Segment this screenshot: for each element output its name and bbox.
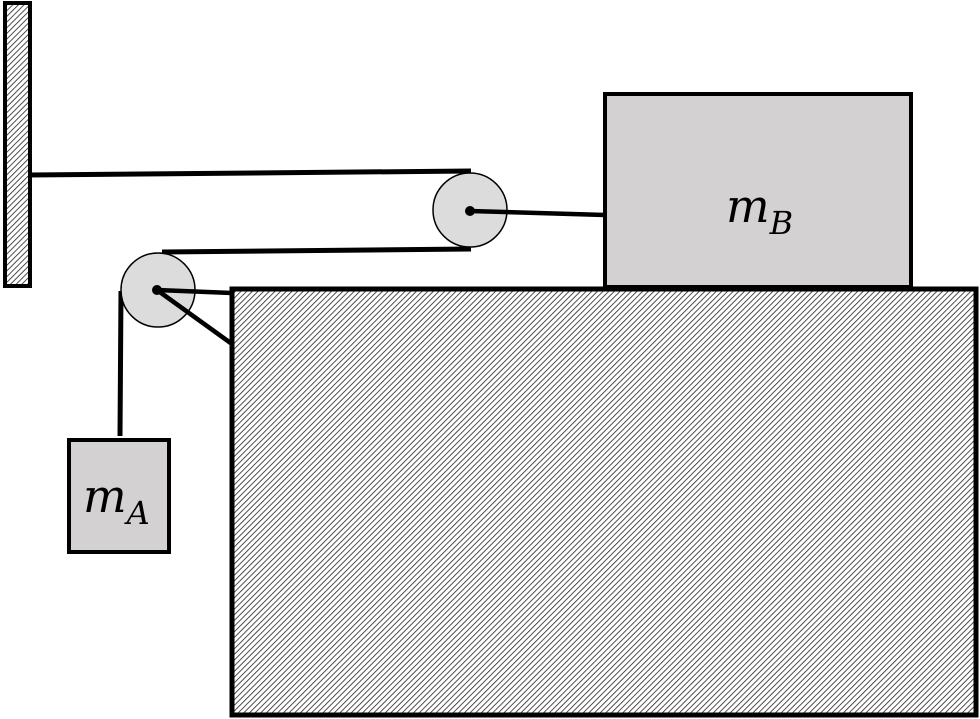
- mass-b-label: mB: [726, 179, 793, 242]
- block-b: [603, 92, 913, 289]
- table: [229, 286, 979, 718]
- mass-a-symbol: m: [83, 469, 127, 523]
- mass-a-label: mA: [83, 469, 150, 532]
- moving-pulley-axle: [465, 206, 475, 216]
- wall: [3, 1, 32, 288]
- mass-a-subscript: A: [124, 494, 150, 532]
- rope-to-block-a: [117, 290, 124, 437]
- rope-wall-to-pulley: [29, 168, 472, 178]
- pulley-to-block-b-link: [469, 208, 606, 218]
- mass-b-subscript: B: [769, 204, 794, 242]
- fixed-pulley-bracket-horizontal: [156, 287, 233, 296]
- mass-b-symbol: m: [726, 179, 770, 233]
- block-a: [67, 438, 171, 554]
- fixed-pulley-axle: [152, 285, 162, 295]
- rope-between-pulleys: [161, 246, 472, 255]
- fixed-pulley-bracket-diagonal: [155, 288, 234, 346]
